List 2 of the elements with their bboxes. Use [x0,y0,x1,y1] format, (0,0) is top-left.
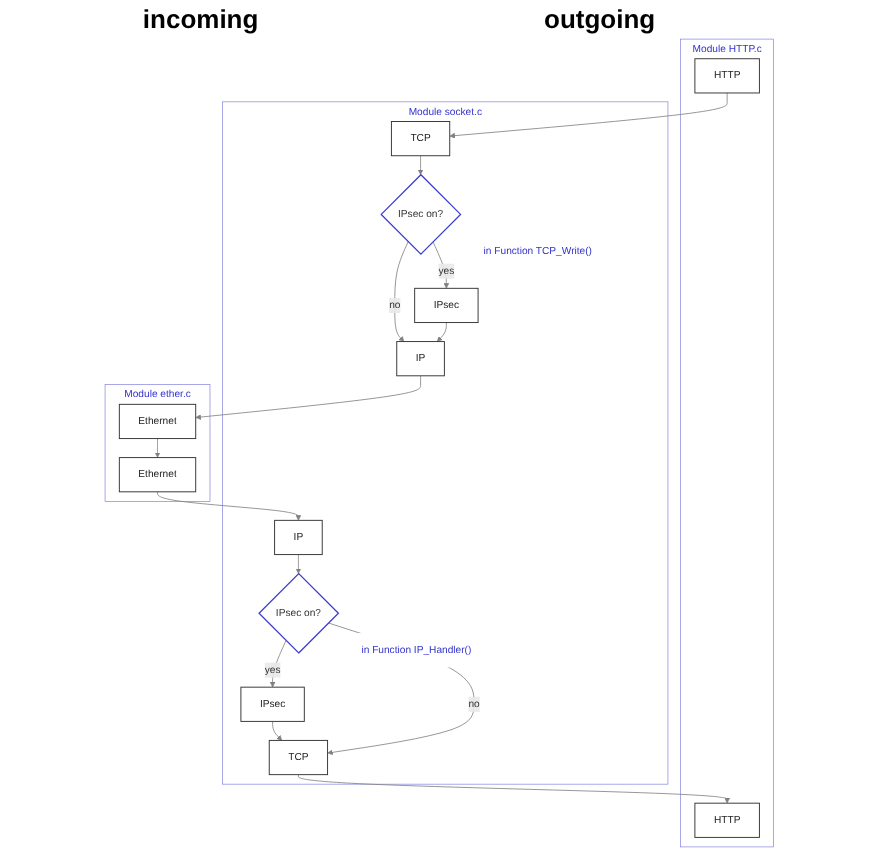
column-heading: outgoing [544,4,656,34]
column-heading: incoming [142,4,259,34]
